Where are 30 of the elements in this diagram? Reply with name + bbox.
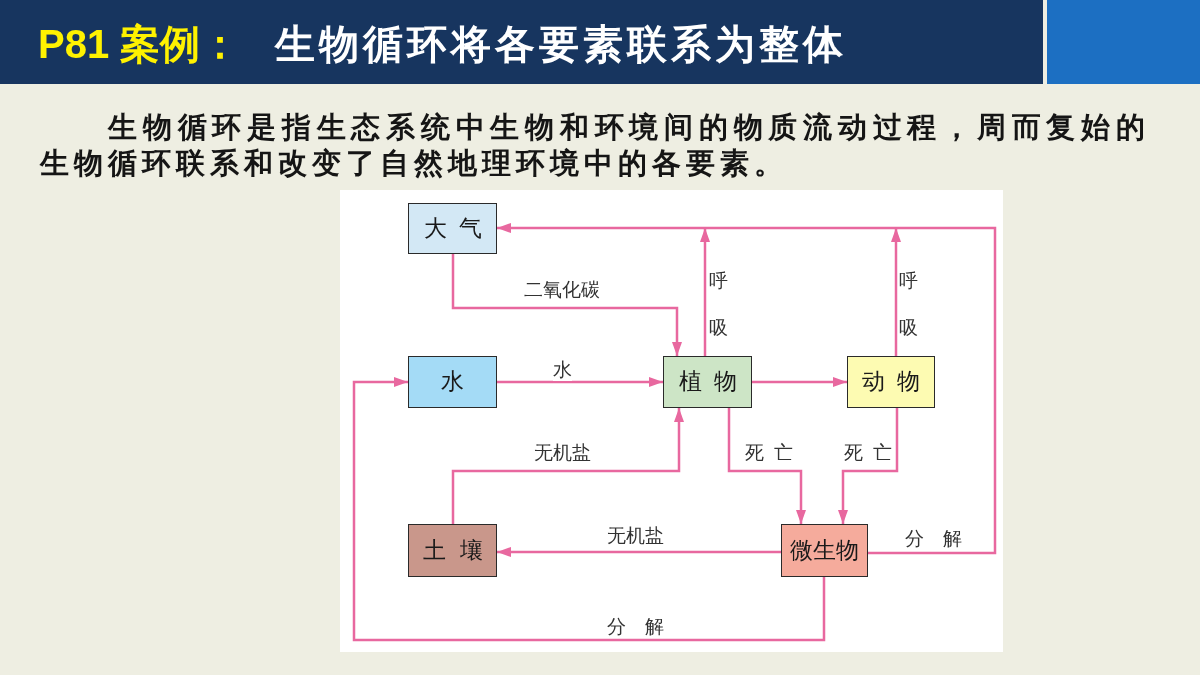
arrow (497, 547, 781, 557)
connector-line (868, 226, 997, 555)
case-number: P81 案例： (38, 21, 241, 68)
edge-label: 死亡 (745, 441, 793, 464)
arrow (451, 254, 682, 356)
concept-box: 大气 (408, 203, 497, 254)
edge-label: 无机盐 (607, 524, 664, 547)
arrow (727, 408, 806, 524)
title-text: 生物循环将各要素联系为整体 (275, 21, 847, 68)
concept-box: 植物 (663, 356, 752, 408)
arrow (838, 408, 899, 524)
arrow (700, 228, 710, 356)
edge-label: 分解 (607, 615, 664, 638)
edge-label: 死亡 (844, 441, 892, 464)
concept-box: 土壤 (408, 524, 497, 577)
arrow (752, 377, 847, 387)
arrow (497, 377, 663, 387)
connector-line (705, 226, 896, 230)
arrow (497, 223, 705, 233)
arrow (891, 228, 901, 356)
arrow (451, 408, 684, 524)
concept-box: 水 (408, 356, 497, 408)
edge-label: 水 (553, 358, 572, 381)
edge-label: 二氧化碳 (524, 278, 600, 301)
edge-label: 分解 (905, 527, 962, 550)
edge-label: 无机盐 (534, 441, 591, 464)
arrow (352, 377, 826, 642)
concept-box: 微生物 (781, 524, 868, 577)
intro-paragraph: 生物循环是指生态系统中生物和环境间的物质流动过程，周而复始的生物循环联系和改变了自然地理环境中的各要素。 (40, 109, 1150, 181)
concept-box: 动物 (847, 356, 935, 408)
